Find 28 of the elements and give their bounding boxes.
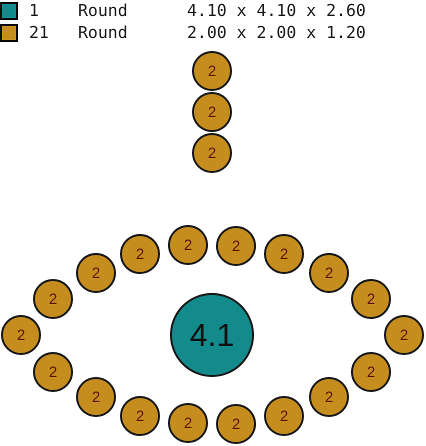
- count-label: 1: [29, 1, 39, 21]
- circle-number: 2: [400, 328, 408, 342]
- circle-number: 2: [324, 390, 334, 404]
- circle-number: 2: [366, 364, 376, 380]
- circle-number: 2: [16, 328, 26, 342]
- circle-number: 2: [232, 238, 240, 254]
- shape-label: Round: [78, 1, 128, 21]
- circle-number: 2: [48, 292, 58, 306]
- circle-number: 2: [208, 104, 216, 120]
- dimension-label: 4.10 x 4.10 x 2.60: [187, 1, 366, 21]
- circle-number: 2: [366, 292, 376, 306]
- circle-number: 2: [280, 246, 288, 262]
- circle-number: 2: [280, 408, 288, 424]
- circle-number: 2: [48, 364, 58, 380]
- circle-number: 2: [184, 238, 192, 252]
- circle-number: 2: [92, 266, 100, 280]
- circle-number: 2: [136, 408, 144, 424]
- circle-number: 2: [136, 246, 144, 262]
- shape-label: Round: [78, 23, 128, 43]
- circle-number: 2: [92, 390, 100, 404]
- circle-number: 2: [184, 416, 192, 430]
- circle-number: 2: [324, 266, 334, 280]
- circle-number: 2: [232, 416, 240, 432]
- dimension-label: 2.00 x 2.00 x 1.20: [187, 23, 366, 43]
- circle-number: 2: [208, 146, 216, 160]
- circle-number: 4.1: [190, 319, 234, 351]
- count-label: 21: [29, 23, 49, 43]
- circle-number: 2: [208, 64, 216, 78]
